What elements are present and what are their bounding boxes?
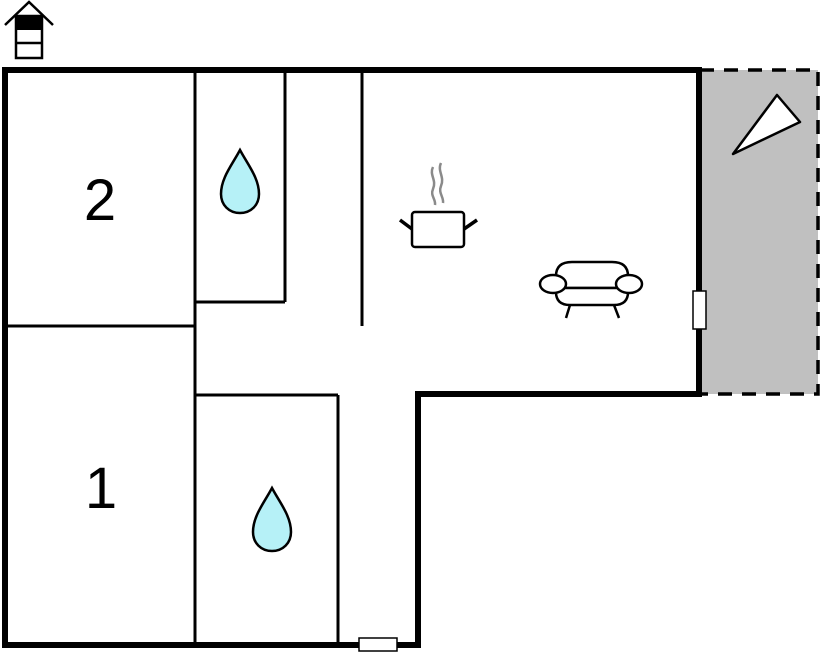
outer-wall bbox=[2, 67, 702, 648]
house-floor-level-icon bbox=[4, 0, 54, 60]
room-label-bedroom-1: 1 bbox=[84, 456, 118, 521]
interior-walls bbox=[5, 70, 364, 645]
terrace bbox=[700, 68, 820, 396]
water-drop-icon bbox=[219, 147, 261, 215]
sun-triangle-icon bbox=[731, 93, 802, 156]
door-entrance bbox=[358, 637, 398, 652]
door-terrace bbox=[692, 290, 707, 330]
cooking-pot-icon bbox=[398, 162, 478, 249]
water-drop-icon bbox=[251, 485, 293, 553]
room-label-bedroom-2: 2 bbox=[83, 168, 117, 233]
terrace-dashed-border bbox=[700, 68, 820, 396]
sofa-icon bbox=[538, 260, 644, 319]
